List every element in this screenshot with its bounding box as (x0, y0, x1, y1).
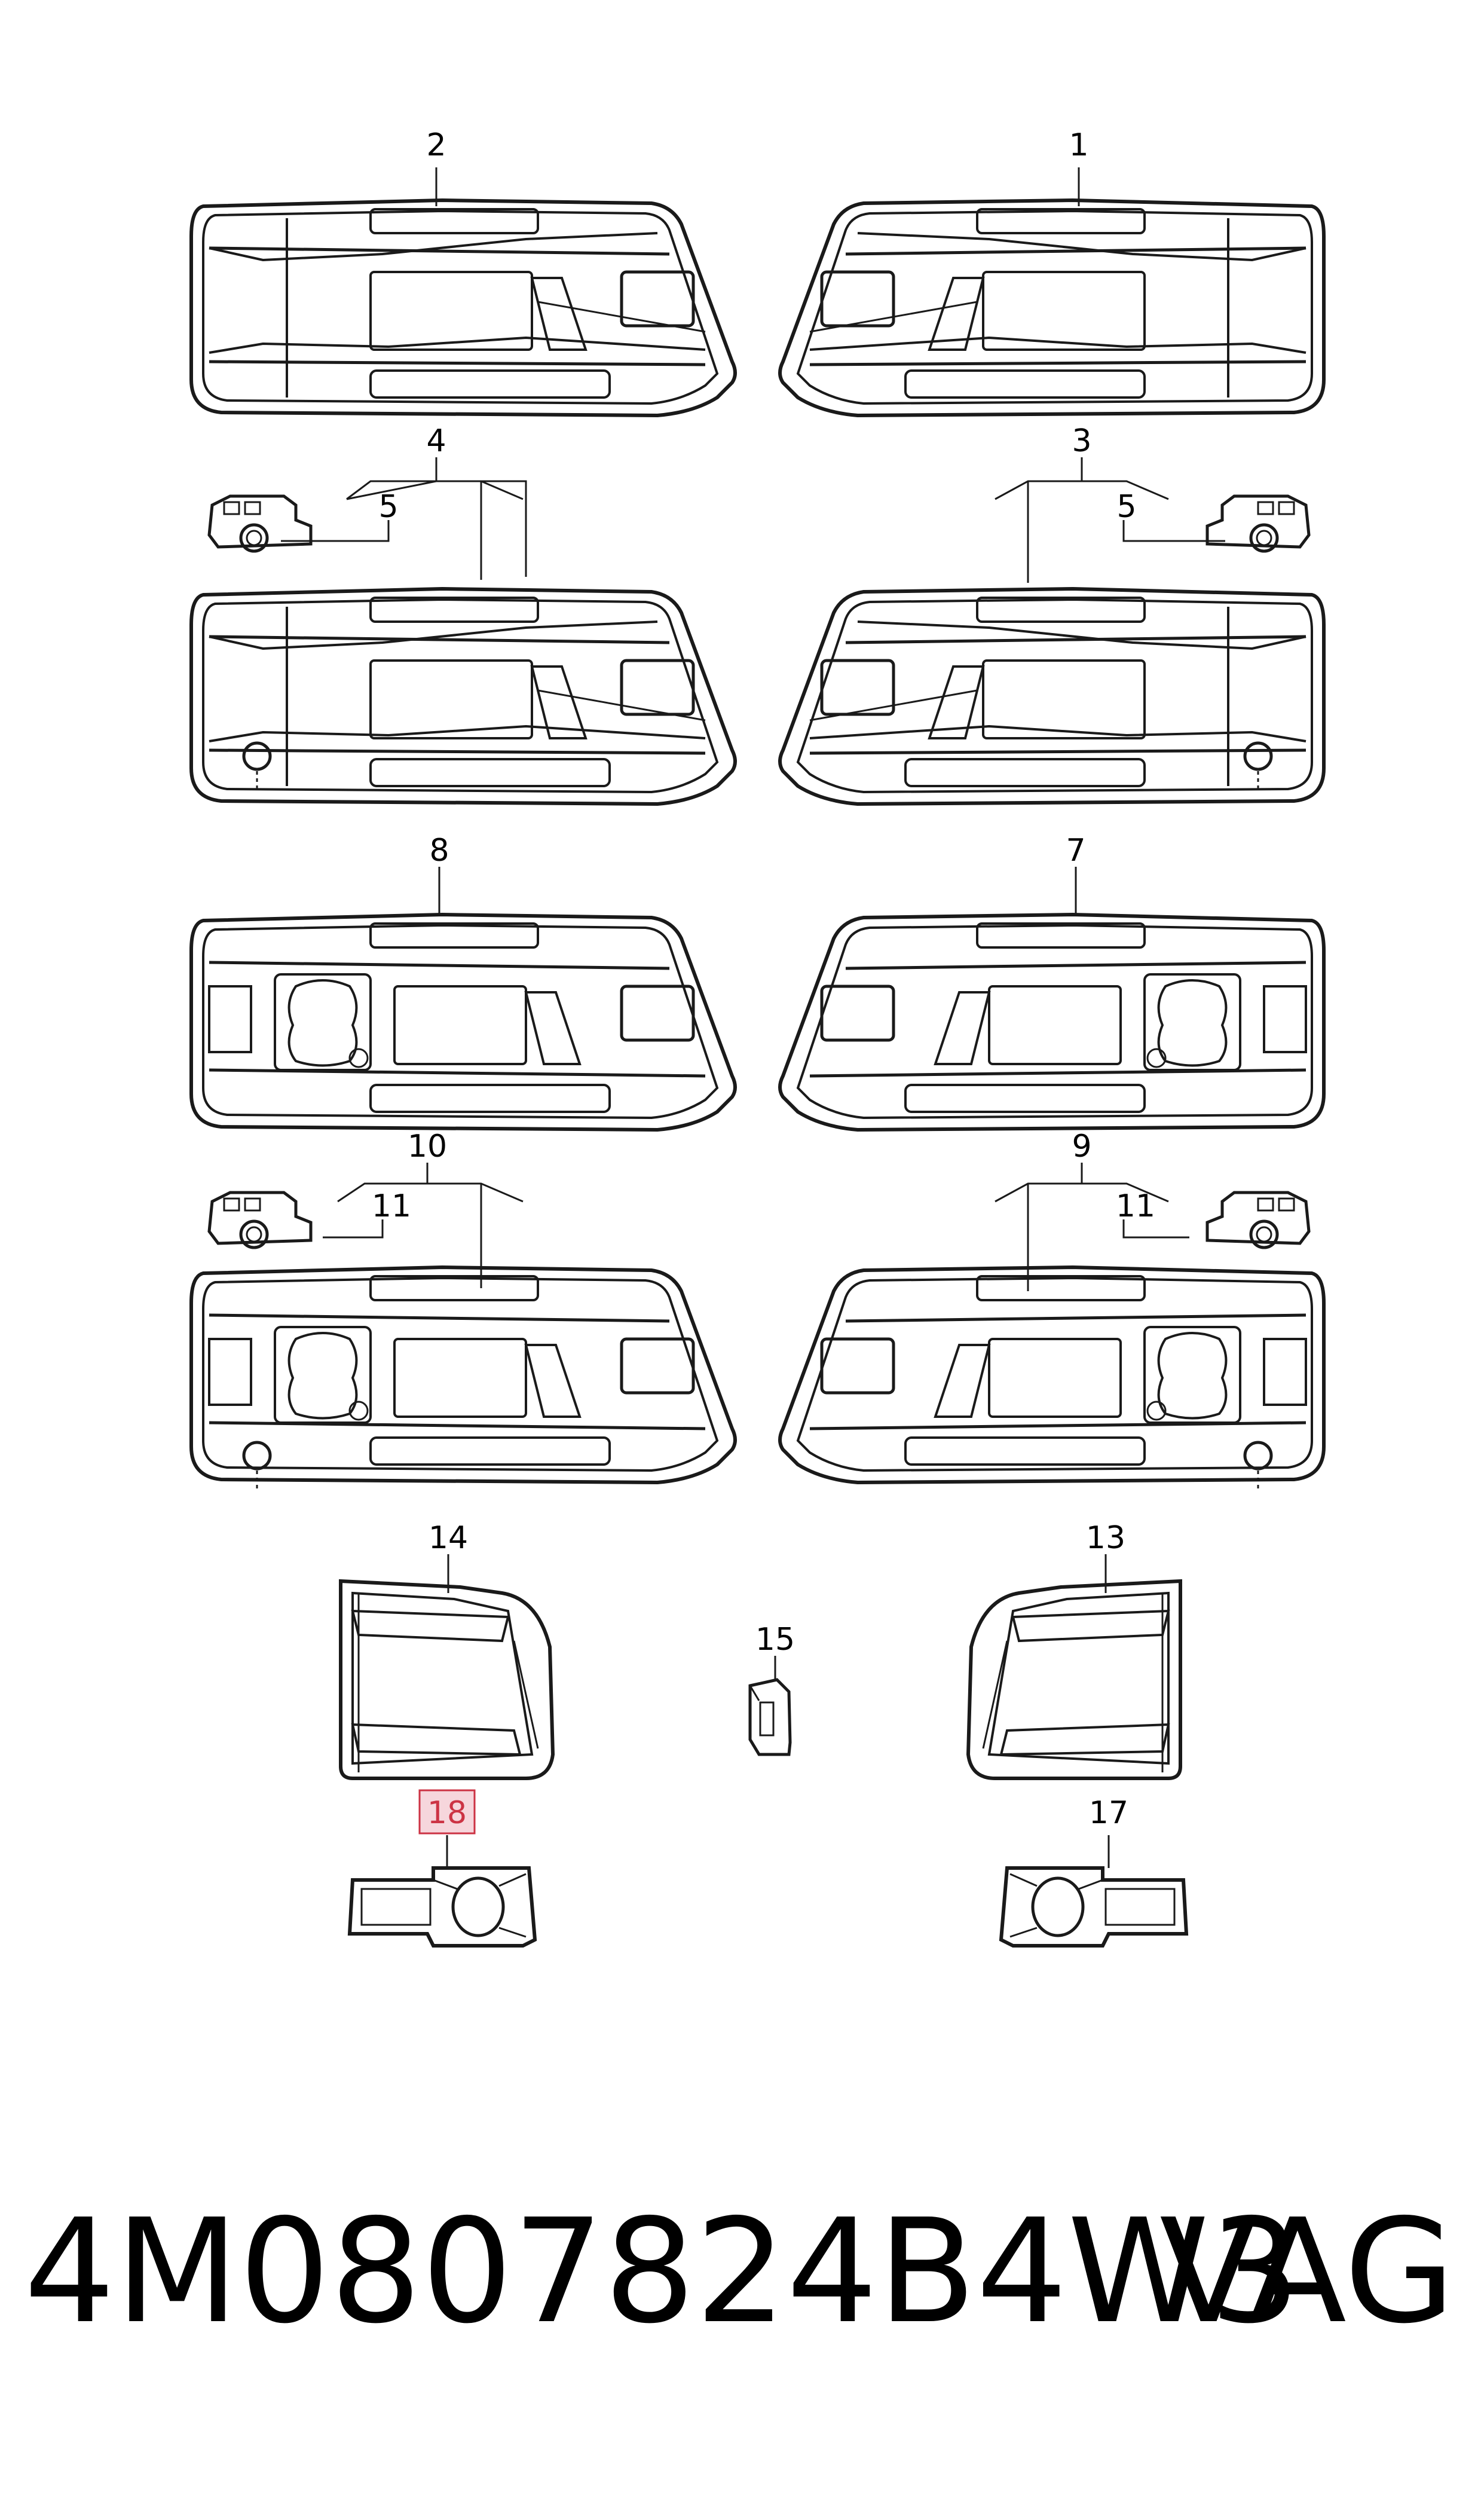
bezel-part-17 (1001, 1868, 1186, 1946)
callout-1: 1 (1069, 127, 1088, 163)
callout-5-right: 5 (1116, 489, 1136, 525)
grille-part-1 (780, 200, 1324, 415)
part-number: 4M0807824B4W3 (24, 2188, 1301, 2355)
callout-17: 17 (1089, 1795, 1128, 1831)
callout-11-left: 11 (372, 1188, 411, 1224)
callout-9: 9 (1072, 1129, 1091, 1164)
frame-part-13 (968, 1581, 1180, 1778)
grille-part-8 (191, 915, 735, 1130)
callout-5-left: 5 (378, 489, 398, 525)
callout-14: 14 (429, 1520, 468, 1556)
part-number-footer: 4M0807824B4W3 VAG (24, 2182, 1458, 2361)
grille-part-9 (780, 1267, 1324, 1482)
grille-part-2 (191, 200, 735, 415)
brand-label: VAG (1159, 2188, 1455, 2355)
callout-13: 13 (1086, 1520, 1125, 1556)
clip-part-11-right (1207, 1193, 1309, 1248)
callout-4: 4 (426, 423, 446, 459)
callout-18-highlight: 18 (418, 1789, 476, 1835)
grille-part-4 (191, 589, 735, 804)
clip-part-5-left (209, 496, 311, 551)
callout-10: 10 (408, 1129, 447, 1164)
grille-part-3 (780, 589, 1324, 804)
callout-15: 15 (755, 1622, 795, 1658)
frame-part-14 (341, 1581, 553, 1778)
bezel-part-18 (350, 1868, 535, 1946)
grille-part-10 (191, 1267, 735, 1482)
callout-11-right: 11 (1116, 1188, 1155, 1224)
grille-part-7 (780, 915, 1324, 1130)
callout-8: 8 (429, 833, 449, 869)
callout-18: 18 (427, 1795, 467, 1831)
callout-3: 3 (1072, 423, 1091, 459)
callout-2: 2 (426, 127, 446, 163)
clip-part-11-left (209, 1193, 311, 1248)
clip-part-15 (748, 1678, 792, 1756)
exploded-view-drawing: 2 1 4 3 5 5 8 7 10 9 11 11 1 (0, 127, 1484, 2164)
callout-7: 7 (1066, 833, 1085, 869)
clip-part-5-right (1207, 496, 1309, 551)
